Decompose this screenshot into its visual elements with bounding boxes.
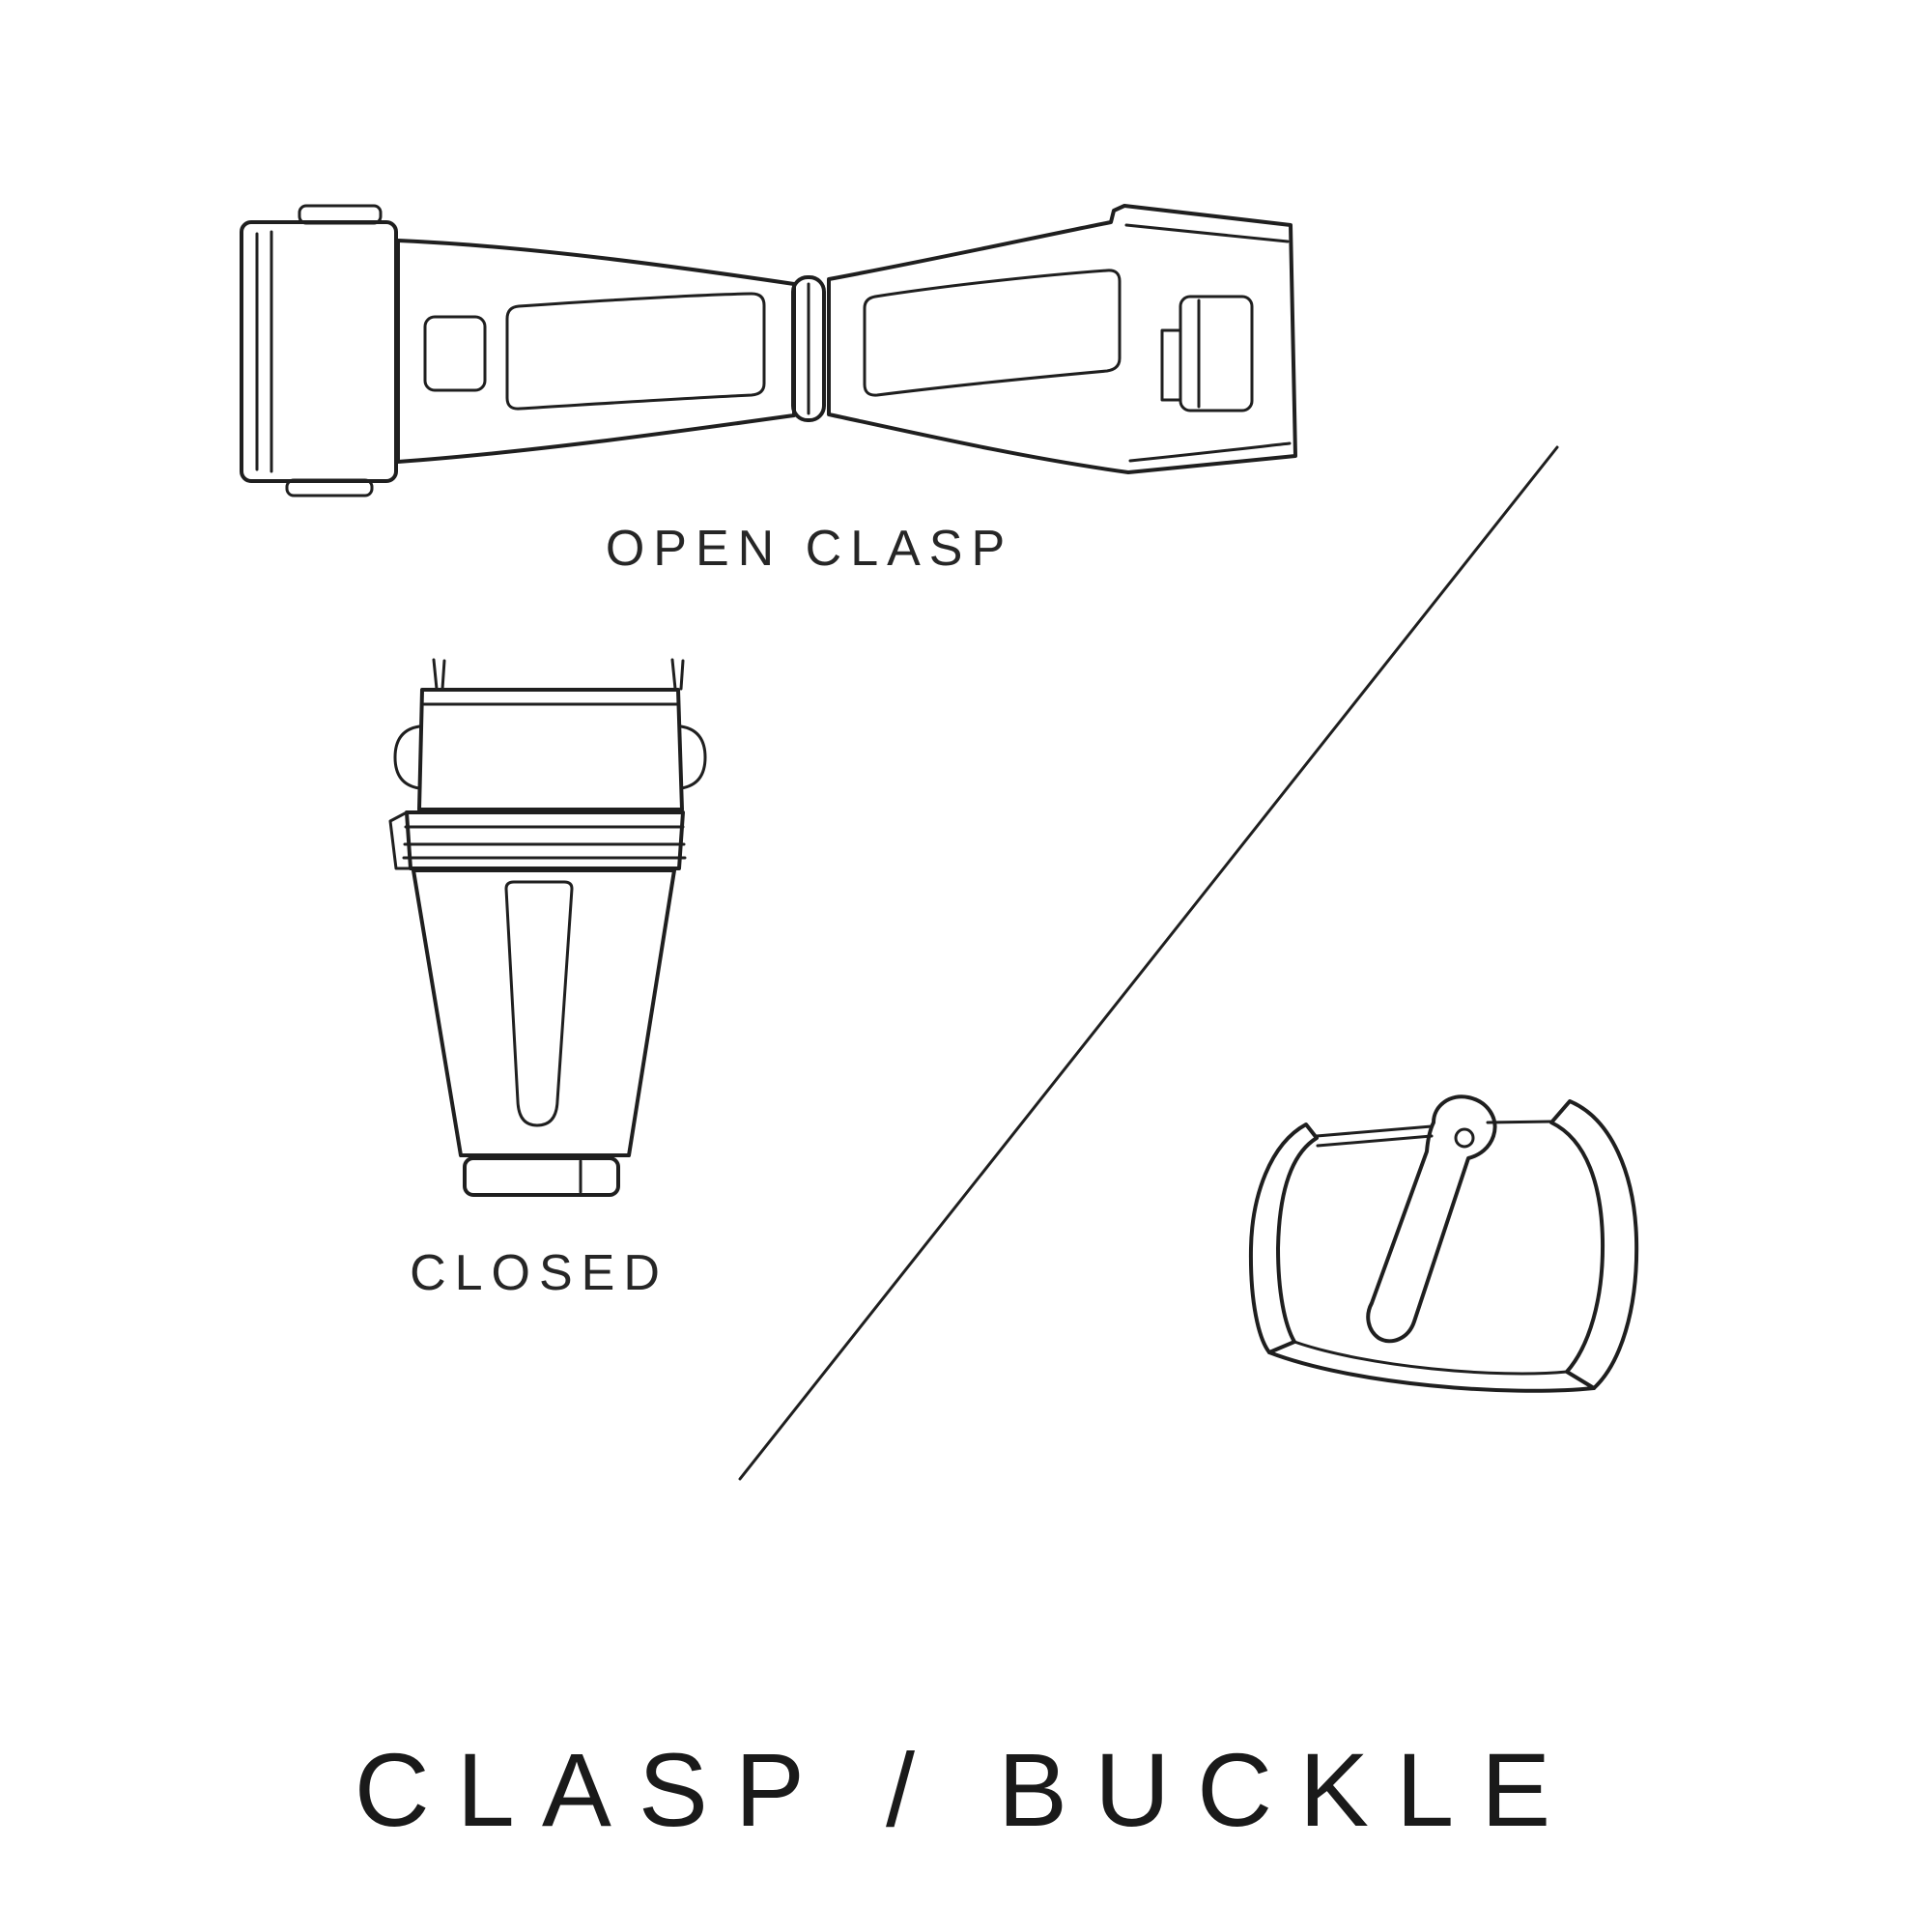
- closed-clasp-bottom-bar: [463, 1156, 620, 1197]
- open-clasp-left-arm: [396, 239, 796, 464]
- right-arm-catch-hook: [1160, 328, 1182, 402]
- buckle-bottom-inner: [1293, 1340, 1569, 1376]
- open-clasp-label: OPEN CLASP: [605, 521, 1014, 577]
- left-arm-notch: [423, 315, 487, 392]
- closed-clasp-right-pusher: [679, 724, 707, 790]
- end-link-bottom-tab: [285, 478, 374, 497]
- end-link-top-tab: [298, 204, 383, 225]
- band-left-facet: [388, 810, 412, 870]
- closed-clasp-prong-left-a: [432, 658, 439, 691]
- diagonal-divider-line: [738, 445, 1559, 1481]
- closed-clasp-prong-right-b: [679, 659, 685, 691]
- closed-clasp-prong-right-a: [670, 658, 677, 691]
- closed-clasp-top-block: [417, 688, 684, 811]
- right-arm-bottom-fold-line: [1128, 441, 1292, 463]
- closed-clasp-illustration: [388, 658, 707, 1197]
- closed-clasp-body: [412, 868, 676, 1157]
- buckle-right-band: [1549, 1099, 1639, 1390]
- closed-clasp-slot: [504, 880, 574, 1127]
- buckle-bar-end-ring: [1454, 1127, 1475, 1149]
- buckle-illustration: [1248, 1094, 1639, 1393]
- open-clasp-illustration: [240, 204, 1297, 497]
- page-title: CLASP / BUCKLE: [354, 1731, 1578, 1848]
- open-clasp-hinge: [791, 275, 826, 422]
- closed-clasp-left-pusher: [393, 724, 421, 790]
- right-arm-top-fold-line: [1124, 223, 1290, 243]
- buckle-tang: [1366, 1094, 1497, 1344]
- right-arm-cutout: [863, 269, 1122, 397]
- closed-clasp-prong-left-b: [440, 659, 446, 691]
- right-arm-catch: [1179, 295, 1254, 412]
- buckle-left-band: [1248, 1122, 1319, 1354]
- buckle-spring-bar-top: [1315, 1124, 1434, 1138]
- left-arm-cutout: [505, 292, 766, 411]
- buckle-bottom-outer: [1267, 1350, 1596, 1393]
- closed-clasp-label: CLOSED: [410, 1245, 668, 1301]
- buckle-spring-bar-bottom: [1316, 1134, 1434, 1148]
- open-clasp-right-arm: [827, 204, 1297, 474]
- closed-clasp-band: [405, 810, 685, 870]
- open-clasp-end-link: [240, 220, 398, 483]
